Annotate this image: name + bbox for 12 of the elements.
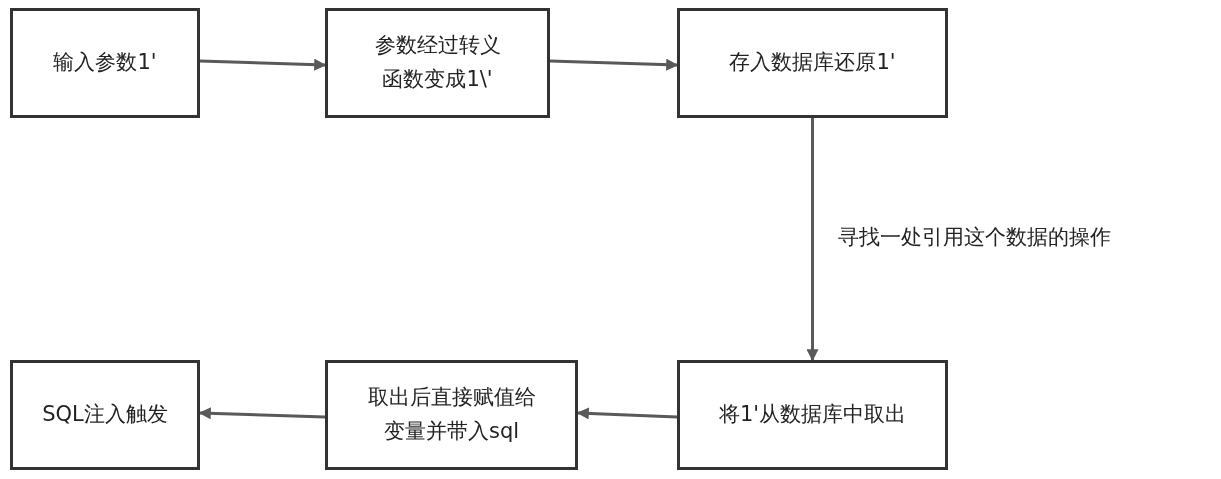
process-box: 输入参数1' xyxy=(10,8,200,118)
arrow xyxy=(576,407,678,420)
process-box: SQL注入触发 xyxy=(10,360,200,470)
arrow xyxy=(549,58,679,71)
arrow xyxy=(199,58,327,71)
arrow xyxy=(806,118,819,362)
process-box: 取出后直接赋值给变量并带入sql xyxy=(325,360,578,470)
process-box: 参数经过转义函数变成1\' xyxy=(325,8,550,118)
edge-label: 寻找一处引用这个数据的操作 xyxy=(837,224,1111,251)
arrow xyxy=(198,407,326,420)
process-box: 存入数据库还原1' xyxy=(677,8,948,118)
process-box: 将1'从数据库中取出 xyxy=(677,360,948,470)
